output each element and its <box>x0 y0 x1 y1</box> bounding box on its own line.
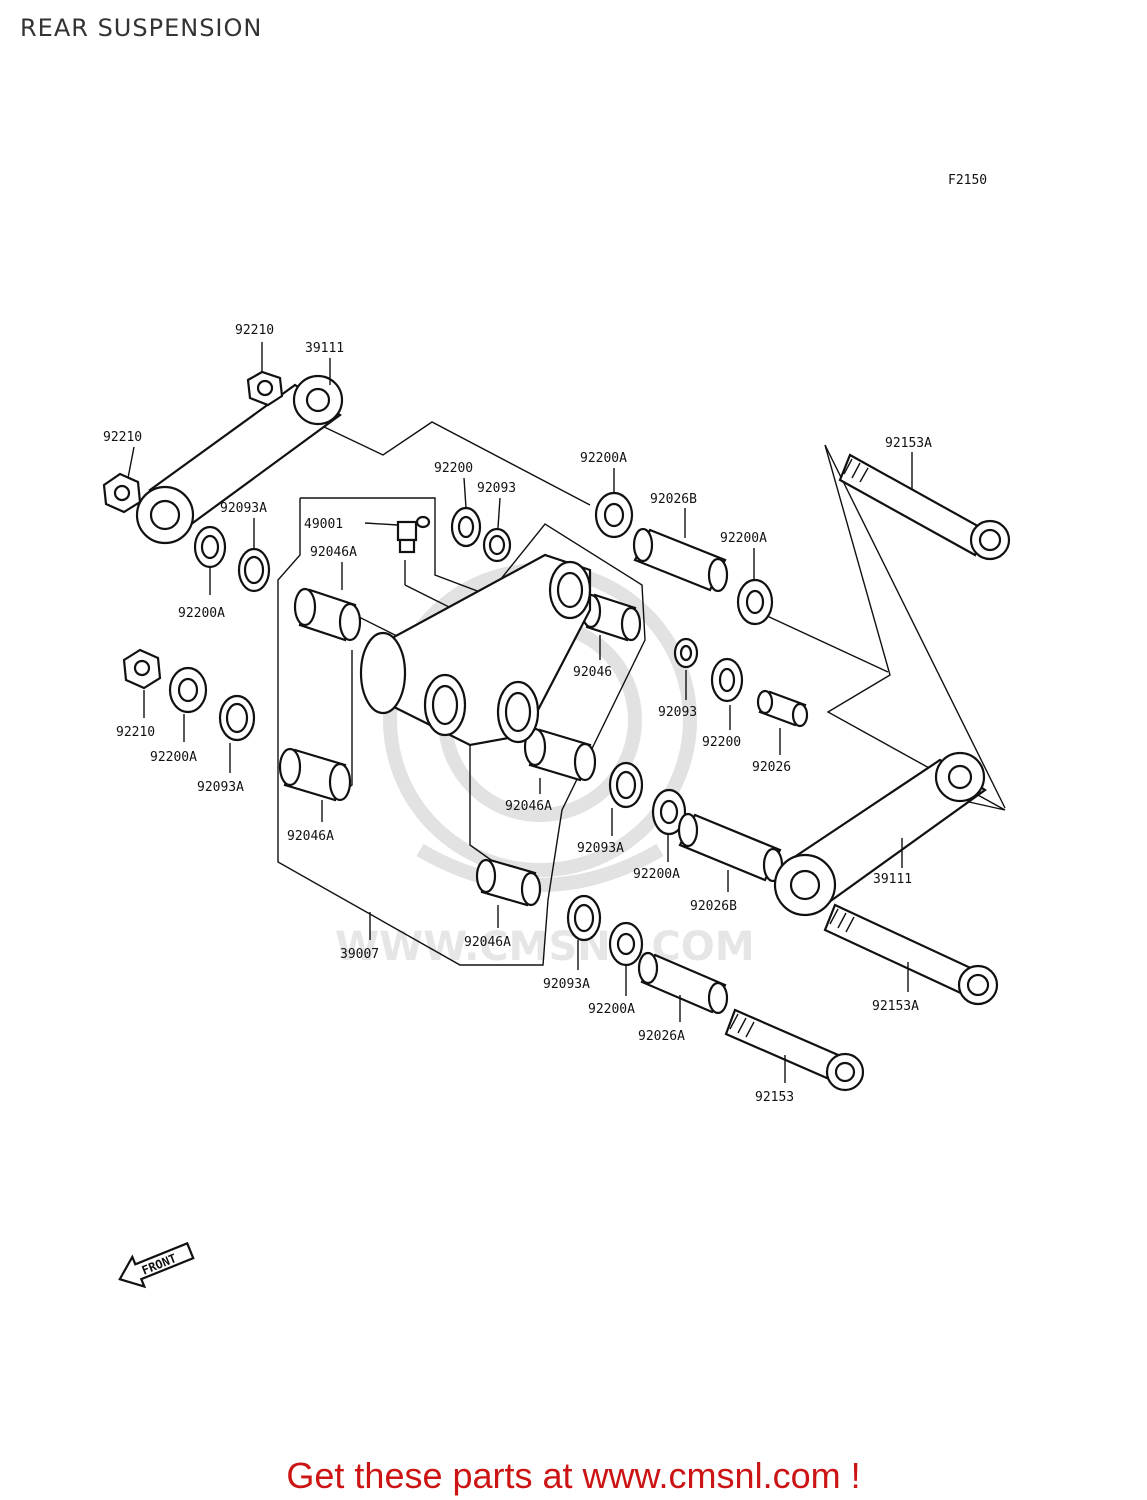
part-labels: 92210 39111 92210 92093A 92200A 92200 92… <box>103 323 932 1105</box>
washers <box>168 491 774 967</box>
collars <box>632 527 809 1015</box>
front-arrow-icon: FRONT <box>118 1241 195 1289</box>
part-label: 92046A <box>287 829 334 844</box>
part-label: 92026B <box>690 899 737 914</box>
bolt-92153A-bottom <box>823 903 999 1006</box>
part-label: 92093 <box>658 705 697 720</box>
exploded-parts-diagram: WWW.CMSNL.COM F2150 <box>102 173 1011 1289</box>
footer-cta-link[interactable]: Get these parts at www.cmsnl.com ! <box>286 1455 861 1496</box>
link-rod-39111-bottom <box>773 751 987 917</box>
part-label: 92200A <box>580 451 627 466</box>
part-label: 92093 <box>477 481 516 496</box>
bolt-92153A-top <box>838 453 1011 561</box>
rocker-arm-39007 <box>359 553 592 747</box>
part-label: 92093A <box>543 977 590 992</box>
part-label: 39111 <box>873 872 912 887</box>
nut-92210-c <box>122 648 162 690</box>
part-label: 92210 <box>235 323 274 338</box>
label-leaders <box>127 342 913 1083</box>
part-label: 92200 <box>434 461 473 476</box>
nut-92210-a <box>246 370 284 407</box>
part-label: 92210 <box>116 725 155 740</box>
bearings <box>278 587 642 907</box>
page-title: REAR SUSPENSION <box>20 14 263 42</box>
part-label: 92200A <box>178 606 225 621</box>
part-label: 39111 <box>305 341 344 356</box>
part-label: 92153 <box>755 1090 794 1105</box>
figure-code: F2150 <box>948 173 987 188</box>
part-label: 92046A <box>505 799 552 814</box>
part-label: 39007 <box>340 947 379 962</box>
link-rod-39111-top <box>135 374 344 545</box>
bolt-92153 <box>724 1008 865 1092</box>
part-label: 92046 <box>573 665 612 680</box>
part-label: 92093A <box>220 501 267 516</box>
nut-92210-b <box>102 472 142 514</box>
part-label: 92153A <box>885 436 932 451</box>
part-label: 92200A <box>720 531 767 546</box>
grease-nipple-49001 <box>396 515 431 554</box>
part-label: 92210 <box>103 430 142 445</box>
part-label: 92153A <box>872 999 919 1014</box>
part-label: 92026B <box>650 492 697 507</box>
part-label: 49001 <box>304 517 343 532</box>
part-label: 92200A <box>150 750 197 765</box>
part-label: 92093A <box>197 780 244 795</box>
part-label: 92200 <box>702 735 741 750</box>
part-label: 92093A <box>577 841 624 856</box>
part-label: 92046A <box>310 545 357 560</box>
part-label: 92200A <box>633 867 680 882</box>
part-label: 92046A <box>464 935 511 950</box>
part-label: 92026 <box>752 760 791 775</box>
part-label: 92200A <box>588 1002 635 1017</box>
part-label: 92026A <box>638 1029 685 1044</box>
